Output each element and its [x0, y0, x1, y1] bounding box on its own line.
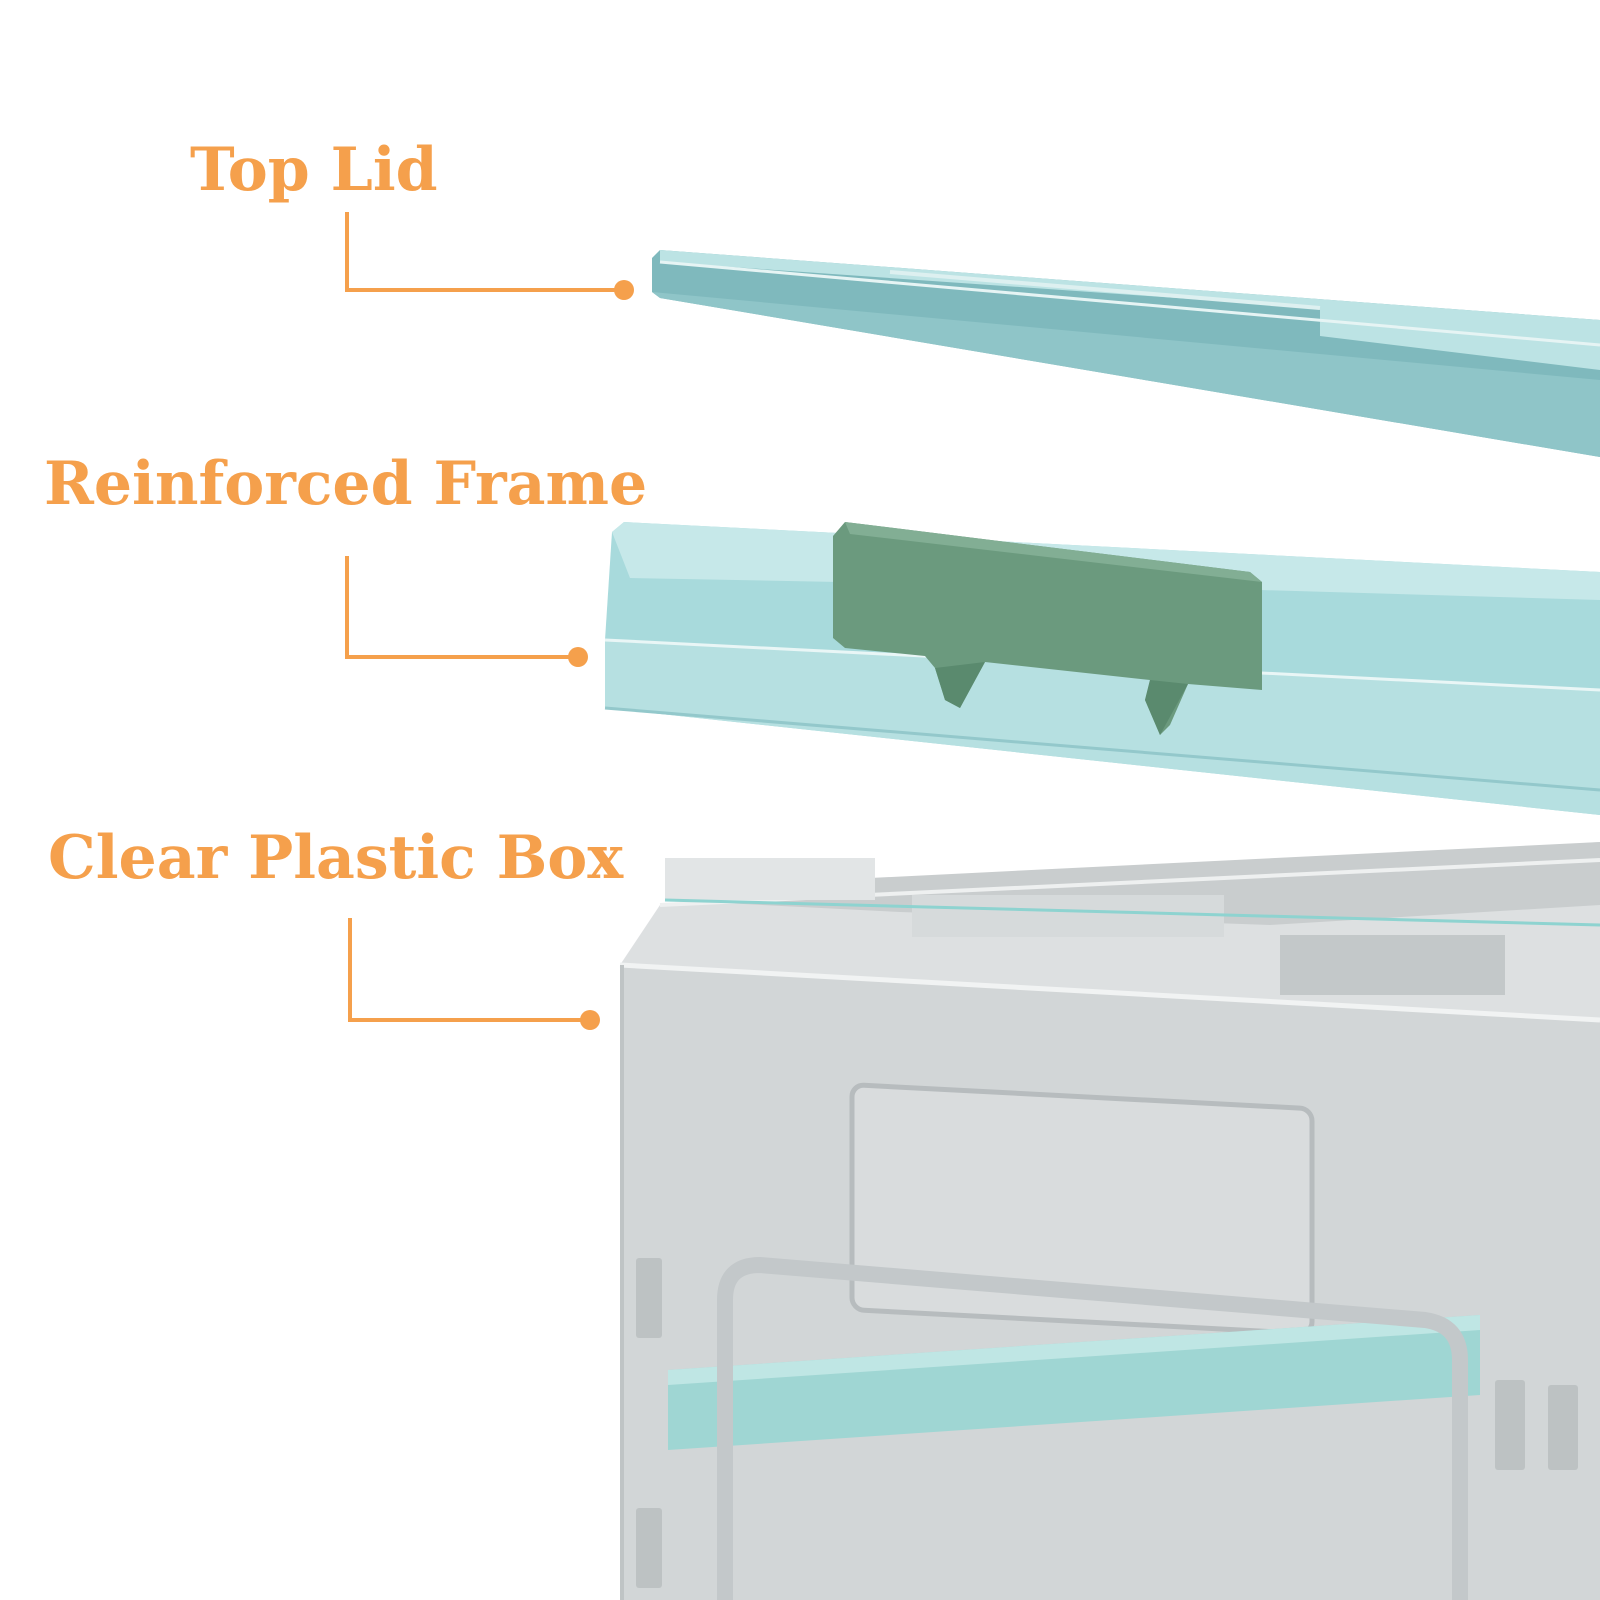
- label-top-lid: Top Lid: [190, 135, 438, 205]
- leader-line-clear-plastic-box: [348, 918, 588, 1022]
- leader-dot-reinforced-frame: [568, 647, 588, 667]
- label-reinforced-frame: Reinforced Frame: [44, 449, 648, 519]
- reinforced-frame: [604, 522, 1600, 815]
- label-clear-plastic-box: Clear Plastic Box: [48, 823, 624, 893]
- leader-line-top-lid: [345, 212, 622, 292]
- leader-lines: [345, 212, 622, 1022]
- leader-dot-top-lid: [614, 280, 634, 300]
- leader-dot-clear-plastic-box: [580, 1010, 600, 1030]
- leader-line-reinforced-frame: [345, 556, 575, 659]
- frame-clip: [833, 522, 1262, 735]
- top-lid: [652, 250, 1600, 457]
- leader-dots: [568, 280, 634, 1030]
- clear-plastic-box: [619, 842, 1600, 1600]
